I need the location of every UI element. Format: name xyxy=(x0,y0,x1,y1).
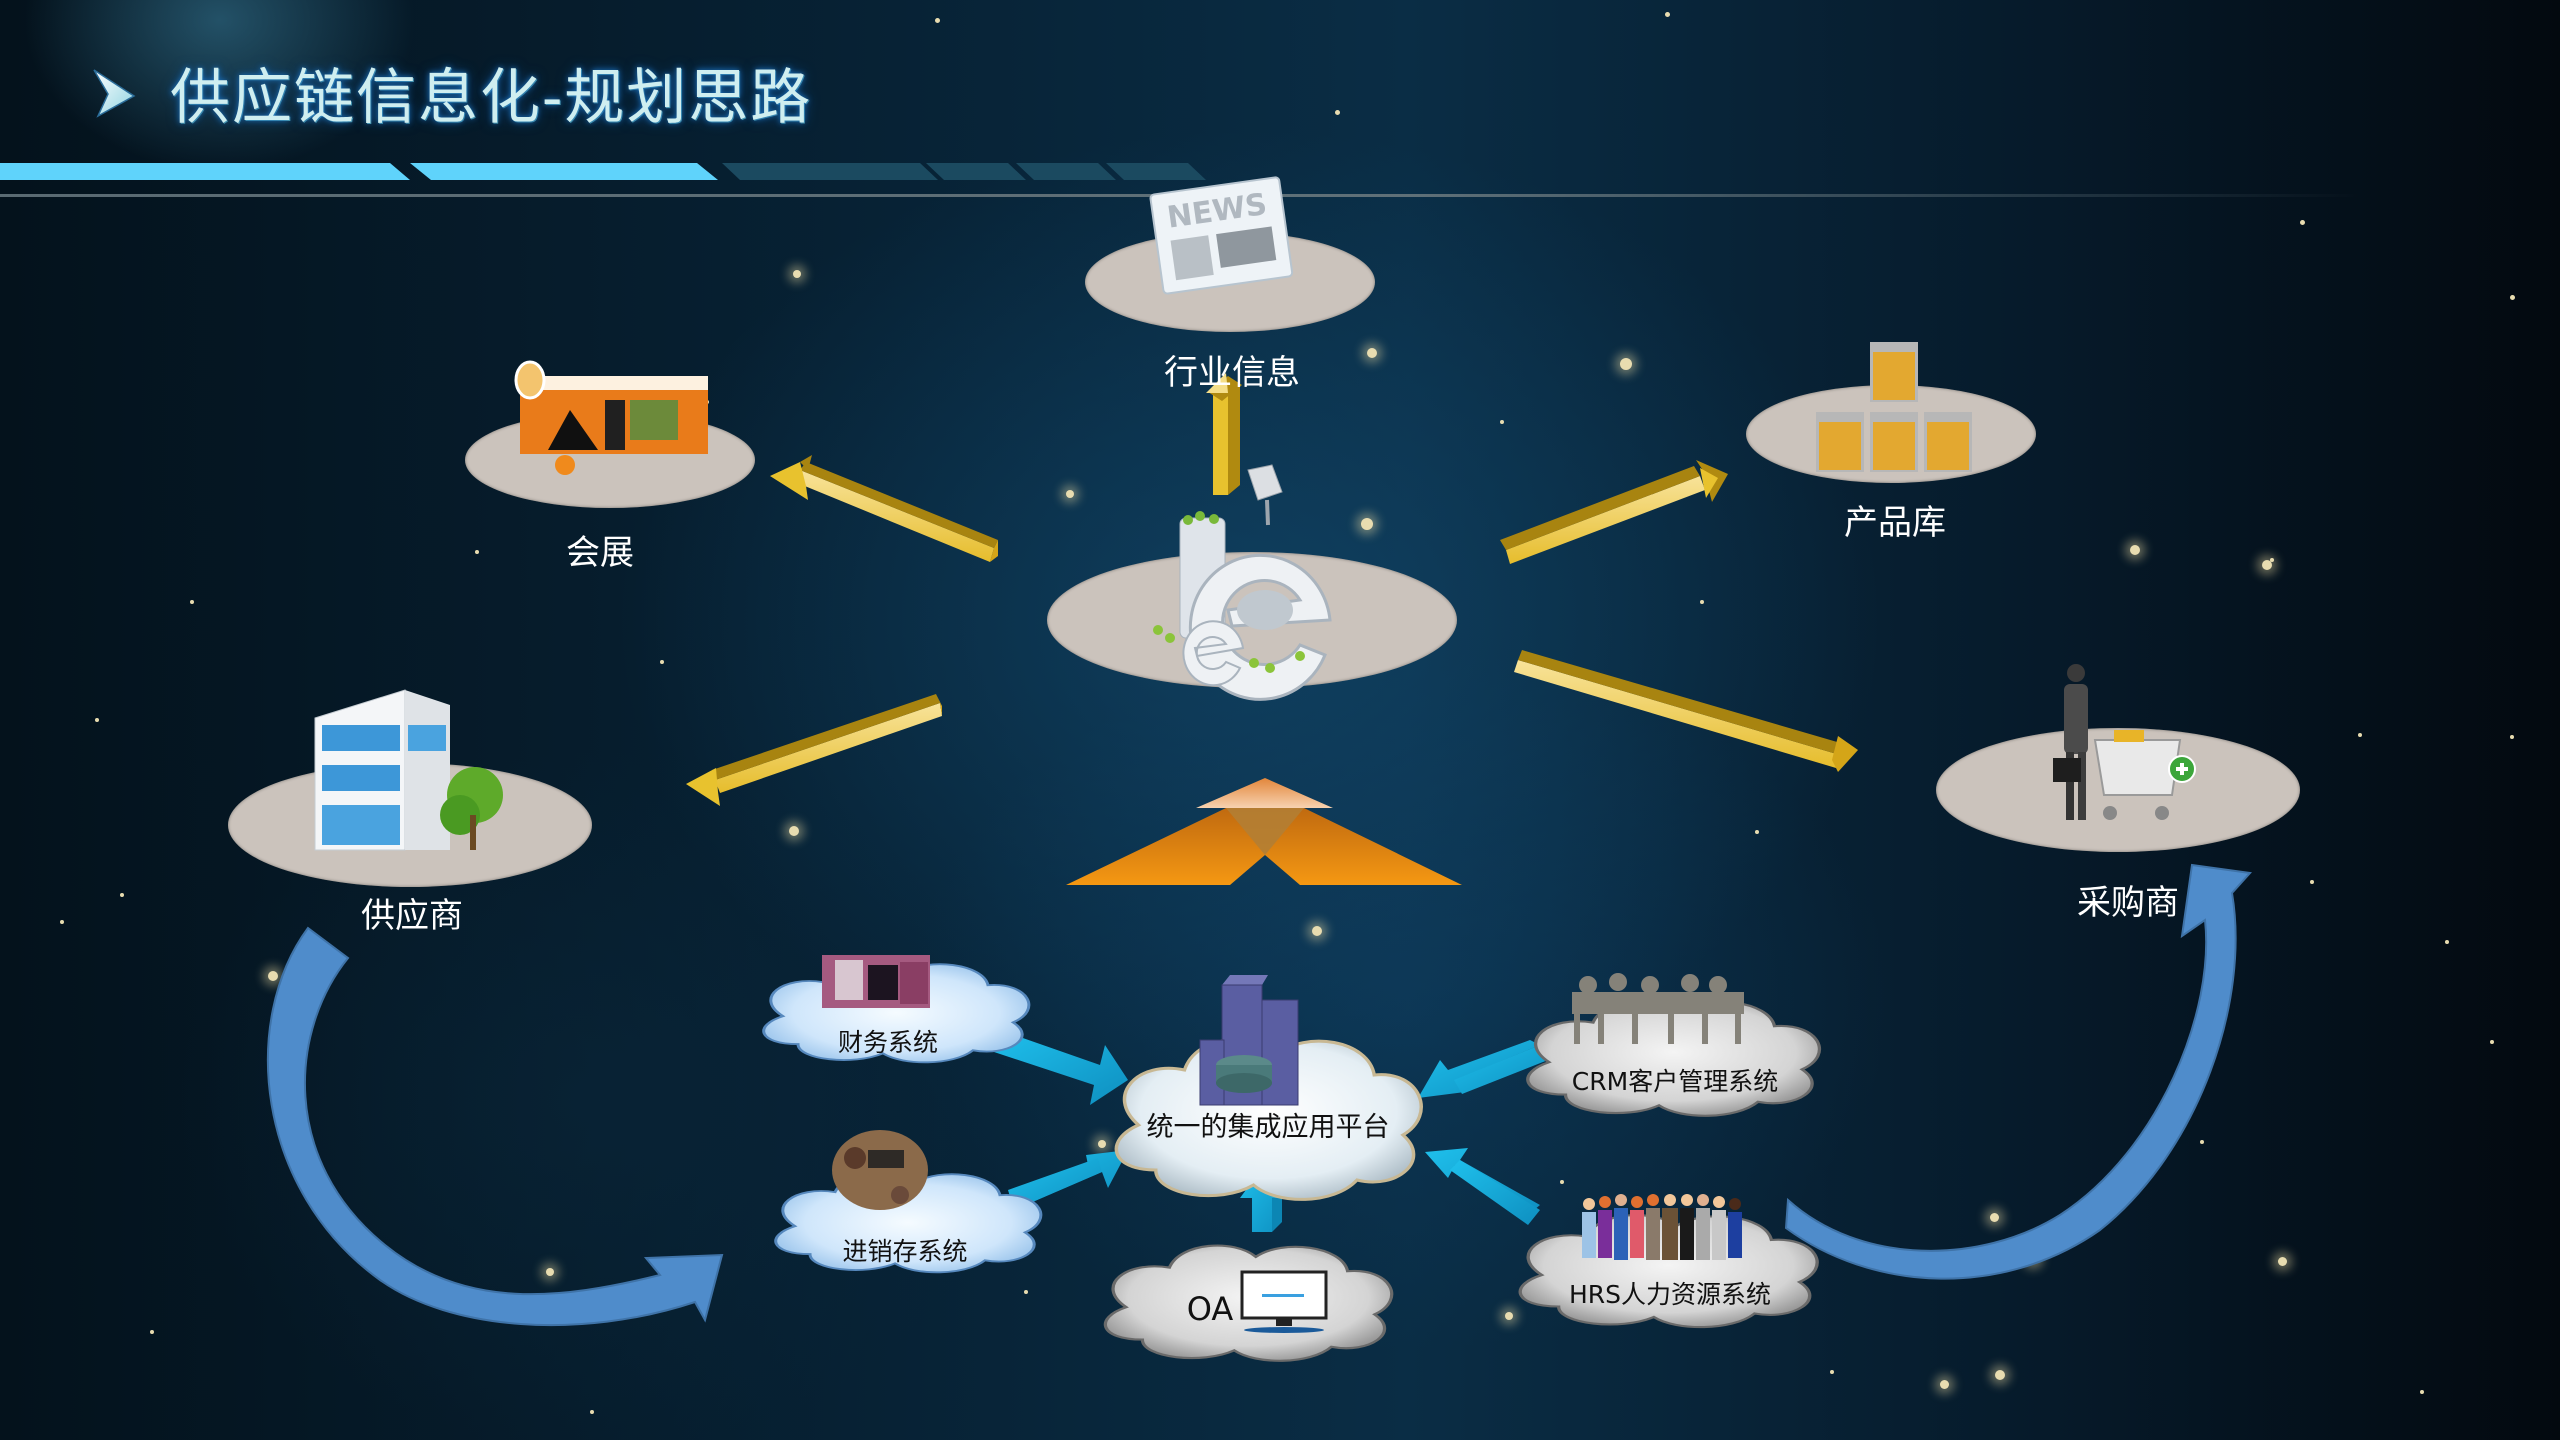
gold-arrow-to-industry-info xyxy=(1206,373,1242,495)
curved-arrow-hrs-to-buyer xyxy=(1784,863,2253,1280)
atm-icon xyxy=(822,955,930,1008)
slide-title: 供应链信息化-规划思路 xyxy=(92,52,812,133)
header-progress-bar xyxy=(0,163,1206,180)
header-bar-segment xyxy=(926,163,1026,180)
header-bar-segment xyxy=(722,163,938,180)
gold-arrow-to-product-library xyxy=(1500,460,1728,564)
platform-label: 统一的集成应用平台 xyxy=(1146,1112,1390,1143)
finance-system-label: 财务系统 xyxy=(837,1028,939,1057)
gold-arrow-to-buyer xyxy=(1514,650,1858,772)
supplier-label: 供应商 xyxy=(361,896,463,936)
orange-up-chevron xyxy=(1066,778,1462,885)
data-center-icon xyxy=(1199,975,1299,1106)
office-building-icon xyxy=(314,689,503,851)
buyer-label: 采购商 xyxy=(2077,883,2179,923)
header-bar-segment xyxy=(410,163,718,180)
cyan-arrow-finance-to-platform xyxy=(994,1030,1128,1105)
header-bar-segment xyxy=(1106,163,1206,180)
shopper-cart-icon xyxy=(2053,664,2196,820)
oa-system-label: OA xyxy=(1186,1290,1234,1328)
cyan-arrow-hrs-to-platform xyxy=(1425,1148,1540,1225)
exhibition-booth-icon xyxy=(514,360,708,475)
team-meeting-icon xyxy=(832,1130,928,1210)
industry-info-label: 行业信息 xyxy=(1164,353,1300,393)
title-text: 供应链信息化-规划思路 xyxy=(170,62,813,133)
monitor-icon xyxy=(1240,1270,1328,1333)
gold-arrow-to-supplier xyxy=(686,694,942,806)
meeting-silhouette-icon xyxy=(1572,973,1744,1044)
exhibition-label: 会展 xyxy=(566,533,634,573)
hrs-system-label: HRS人力资源系统 xyxy=(1568,1280,1772,1309)
header-bar-segment xyxy=(1016,163,1116,180)
e-commerce-globe-icon xyxy=(1153,464,1332,701)
gold-arrow-to-exhibition xyxy=(770,455,998,562)
product-library-label: 产品库 xyxy=(1844,503,1946,543)
cyan-arrow-crm-to-platform xyxy=(1418,1040,1548,1098)
header-bar-segment xyxy=(0,163,410,180)
inventory-system-label: 进销存系统 xyxy=(842,1237,968,1266)
triangle-arrow-icon xyxy=(93,69,136,118)
product-boxes-icon xyxy=(1816,342,1972,472)
cyan-arrow-inventory-to-platform xyxy=(1008,1150,1128,1210)
crm-system-label: CRM客户管理系统 xyxy=(1571,1067,1779,1096)
people-group-icon xyxy=(1582,1194,1742,1260)
newspaper-icon: NEWS xyxy=(1149,176,1294,295)
curved-arrow-supplier-to-inventory xyxy=(266,926,724,1327)
